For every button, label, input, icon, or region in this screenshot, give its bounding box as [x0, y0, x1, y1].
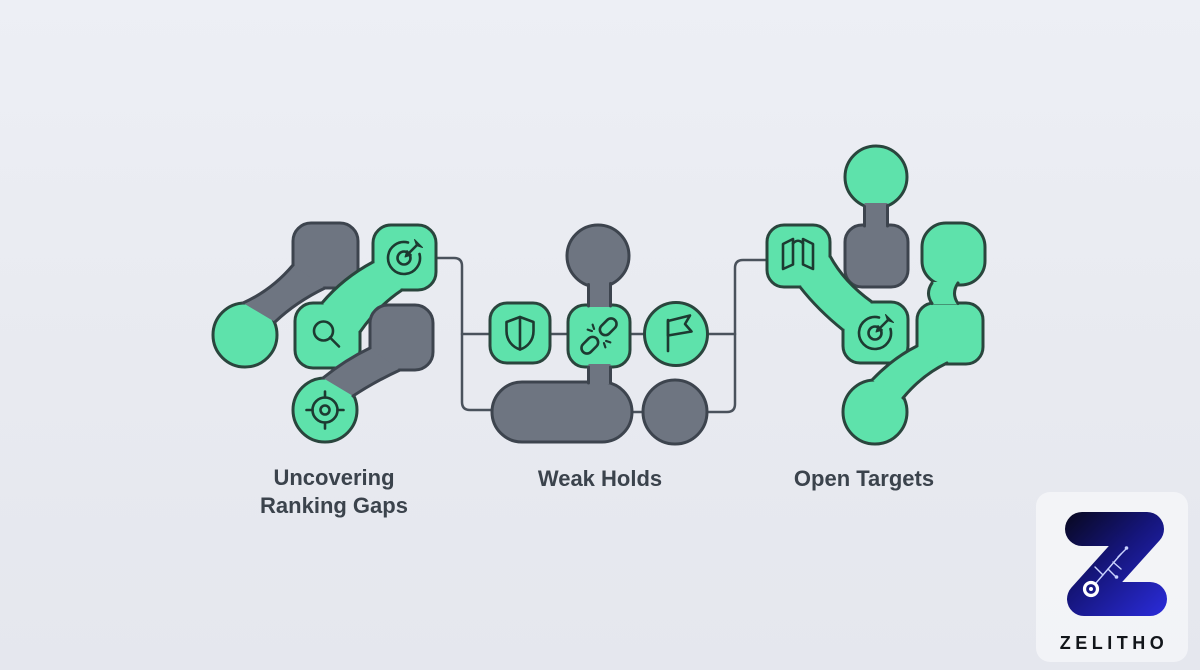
node-gray-square: [843, 223, 910, 289]
node-green-circle-top: [843, 144, 909, 210]
bridge-graysquare-crosshair: [321, 346, 402, 398]
crosshair-target-icon: [305, 390, 345, 430]
group-labels: Uncovering Ranking Gaps Weak Holds Open …: [260, 465, 934, 518]
label-uncovering-line2: Ranking Gaps: [260, 493, 408, 518]
label-uncovering-line1: Uncovering: [273, 465, 394, 490]
node-gray-circle-top: [565, 223, 631, 289]
bridge-rightsquare-circle: [870, 344, 949, 400]
connector-middle-to-right: [703, 258, 772, 414]
node-gray-circle-bottom: [641, 378, 709, 446]
connector-lines: [428, 256, 772, 414]
zelitho-logo: ZELITHO: [1036, 492, 1188, 662]
group-uncovering-ranking-gaps: [211, 221, 438, 444]
bridge-map-target: [798, 254, 874, 332]
stem-circle-graysquare: [863, 203, 889, 228]
node-gray-pill: [490, 380, 634, 444]
label-open-targets: Open Targets: [794, 466, 934, 491]
node-target-square: [841, 300, 910, 365]
node-link-square: [566, 303, 632, 369]
logo-brand-text: ZELITHO: [1060, 633, 1169, 653]
bridge-blob-rightsquare: [927, 281, 960, 305]
group-weak-holds: [488, 223, 709, 446]
node-dart-square: [371, 223, 438, 292]
broken-link-icon: [580, 317, 618, 355]
map-icon: [781, 237, 815, 271]
label-weak-holds: Weak Holds: [538, 466, 662, 491]
logo-circuit-decoration: [1082, 546, 1129, 598]
flag-icon: [666, 314, 693, 353]
bridge-graysquare-circle: [241, 263, 327, 324]
shield-icon: [505, 315, 535, 351]
node-green-blob-topright: [920, 221, 987, 287]
stem-link-pill: [587, 364, 612, 385]
magnifying-glass-icon: [312, 320, 341, 348]
logo-circuit-node: [1082, 580, 1100, 598]
stem-circle-link: [587, 281, 612, 308]
group-open-targets: [765, 144, 987, 446]
